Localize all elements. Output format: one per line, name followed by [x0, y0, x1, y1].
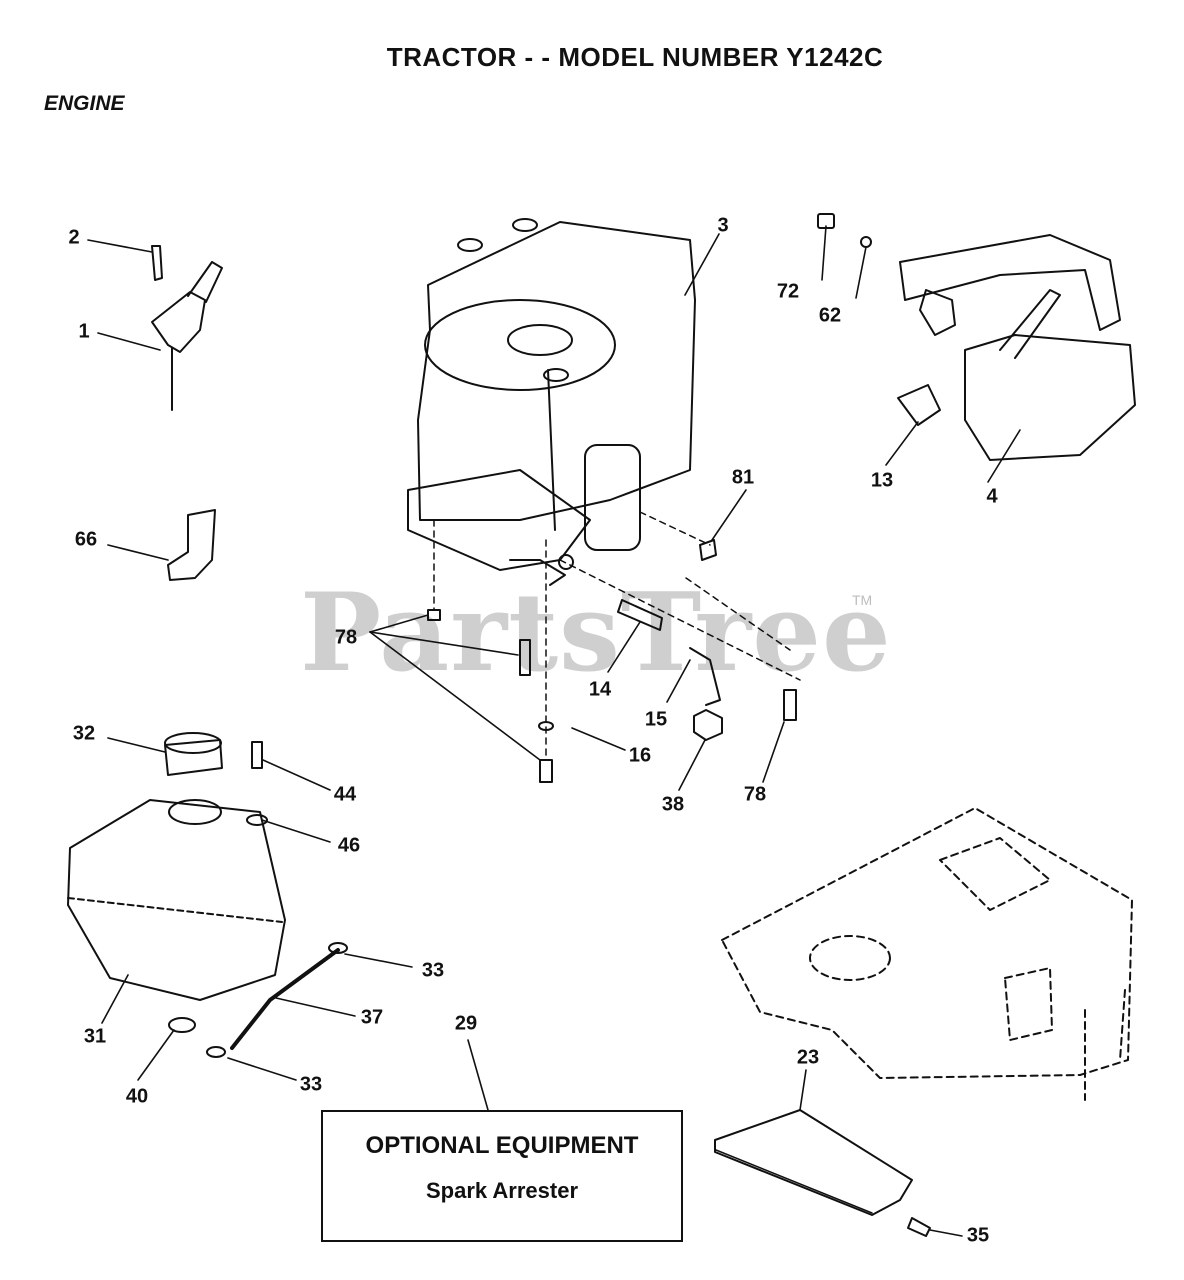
- leader-lines: [87, 225, 1021, 1237]
- optional-equipment-item: Spark Arrester: [425, 1178, 579, 1203]
- callout-32: 32: [72, 722, 96, 745]
- callout-78: 78: [334, 626, 358, 649]
- chassis-plate-part: [721, 807, 1133, 1101]
- fittings-part: [427, 511, 801, 783]
- callout-23: 23: [796, 1046, 820, 1069]
- callout-72: 72: [776, 280, 800, 303]
- callout-38: 38: [661, 793, 685, 816]
- bracket-part-66: [167, 509, 216, 581]
- callout-78b: 78: [743, 783, 767, 806]
- callout-46: 46: [337, 834, 361, 857]
- optional-equipment-heading: OPTIONAL EQUIPMENT: [365, 1132, 639, 1159]
- callout-4: 4: [986, 485, 998, 508]
- callout-15: 15: [644, 708, 668, 731]
- optional-equipment-box: OPTIONAL EQUIPMENT Spark Arrester: [321, 1110, 683, 1242]
- heat-shield-part: [714, 1109, 931, 1237]
- callout-1: 1: [78, 320, 90, 343]
- engine-part: [407, 218, 696, 586]
- section-title: ENGINE: [44, 92, 125, 115]
- callout-3: 3: [717, 214, 729, 237]
- callout-31: 31: [83, 1025, 107, 1048]
- trademark-mark: TM: [852, 592, 873, 608]
- fuel-tank-part: [67, 732, 348, 1058]
- callout-33: 33: [421, 959, 445, 982]
- callout-16: 16: [628, 744, 652, 767]
- throttle-control-part: [151, 245, 223, 411]
- callout-14: 14: [588, 678, 612, 701]
- callout-44: 44: [333, 783, 357, 806]
- callout-35: 35: [966, 1224, 990, 1247]
- callout-66: 66: [74, 528, 98, 551]
- callout-2: 2: [68, 226, 80, 249]
- muffler-part: [817, 213, 1136, 461]
- callout-37: 37: [360, 1006, 384, 1029]
- callout-81: 81: [731, 466, 755, 489]
- callout-33b: 33: [299, 1073, 323, 1096]
- watermark: PartsTree: [300, 570, 892, 696]
- callout-29: 29: [454, 1012, 478, 1035]
- callout-13: 13: [870, 469, 894, 492]
- callout-62: 62: [818, 304, 842, 327]
- page-title: TRACTOR - - MODEL NUMBER Y1242C: [386, 42, 884, 72]
- callout-40: 40: [125, 1085, 149, 1108]
